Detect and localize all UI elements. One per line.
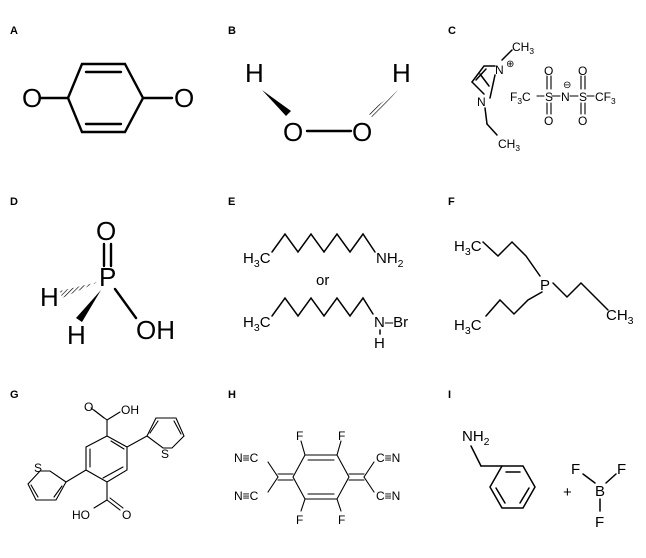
panel-g: G O OH O HO S S bbox=[10, 389, 185, 522]
or-text: or bbox=[316, 272, 329, 289]
atom-f-2: F bbox=[338, 429, 345, 443]
methyl-group: CH3 bbox=[512, 40, 534, 56]
atom-n: N bbox=[477, 95, 486, 109]
ch3-right: CH3 bbox=[606, 307, 634, 327]
atom-f-bottom: F bbox=[595, 514, 604, 531]
atom-o-s2-bottom: O bbox=[578, 114, 587, 128]
charge-minus: ⊖ bbox=[563, 80, 571, 91]
panel-d: D O P H H OH bbox=[10, 196, 175, 350]
emim-cation-structure: N ⊕ N CH3 CH3 bbox=[471, 40, 534, 153]
h3c-bottom: H3C bbox=[243, 314, 271, 334]
panel-label-f: F bbox=[448, 196, 455, 208]
atom-h-left: H bbox=[245, 58, 264, 88]
atom-s-left: S bbox=[545, 90, 553, 104]
benzylamine-structure: NH2 bbox=[462, 428, 536, 509]
panel-label-g: G bbox=[10, 389, 19, 401]
benzoquinone-structure: O O bbox=[22, 62, 194, 134]
tributylphosphine-structure: H3C P CH3 H3C bbox=[454, 238, 634, 337]
atom-n-plus: N bbox=[495, 63, 504, 77]
nitrile-1: N≡C bbox=[234, 451, 259, 465]
f4-tcnq-structure: F F F F N≡C N≡C C≡N C≡N bbox=[234, 429, 400, 527]
atom-f-3: F bbox=[296, 513, 303, 527]
panel-label-h: H bbox=[228, 389, 236, 401]
atom-b: B bbox=[595, 483, 605, 500]
atom-s-lower: S bbox=[34, 461, 42, 475]
atom-s-right: S bbox=[579, 90, 587, 104]
atom-p: P bbox=[99, 262, 116, 292]
tfsi-anion-structure: F3C S N ⊖ S CF3 O O O O bbox=[510, 64, 616, 128]
cf3-left: F3C bbox=[510, 90, 531, 106]
panel-label-e: E bbox=[228, 196, 235, 208]
nitrile-2: N≡C bbox=[234, 489, 259, 503]
panel-label-a: A bbox=[10, 25, 18, 37]
atom-o-top: O bbox=[84, 400, 93, 414]
atom-f-1: F bbox=[296, 429, 303, 443]
charge-plus: ⊕ bbox=[506, 59, 514, 70]
panel-label-i: I bbox=[448, 389, 451, 401]
panel-i: I NH2 + F F B F bbox=[448, 389, 626, 531]
atom-h-right: H bbox=[392, 58, 411, 88]
atom-h-amine: H bbox=[374, 335, 385, 352]
boron-trifluoride-structure: F F B F bbox=[571, 461, 626, 531]
atom-oh: OH bbox=[136, 315, 175, 345]
panel-a: A O O bbox=[10, 25, 194, 134]
atom-o-right: O bbox=[174, 83, 194, 113]
atom-h-2: H bbox=[67, 320, 86, 350]
atom-p-center: P bbox=[540, 277, 550, 294]
panel-c: C N ⊕ N CH3 CH3 F3C S N ⊖ S CF3 bbox=[448, 25, 616, 153]
n-bromo-octylamine-structure: H3C N–Br H bbox=[243, 296, 408, 352]
atom-o-2: O bbox=[352, 117, 372, 147]
atom-o-double: O bbox=[96, 216, 116, 246]
octylamine-structure: H3C NH2 bbox=[243, 232, 404, 270]
atom-ho-bottom: HO bbox=[72, 508, 90, 522]
panel-e: E H3C NH2 or H3C N–Br H bbox=[228, 196, 408, 352]
atom-f-left: F bbox=[571, 461, 580, 478]
atom-o-bottom: O bbox=[122, 508, 131, 522]
amine-group: NH2 bbox=[462, 428, 490, 448]
h3c-top: H3C bbox=[243, 250, 271, 270]
atom-o-1: O bbox=[283, 117, 303, 147]
panel-label-c: C bbox=[448, 25, 456, 37]
nitrile-4: C≡N bbox=[376, 489, 400, 503]
ethyl-methyl: CH3 bbox=[498, 137, 520, 153]
atom-o-left: O bbox=[22, 83, 42, 113]
nitrile-3: C≡N bbox=[376, 451, 400, 465]
h3c-lower: H3C bbox=[454, 317, 482, 337]
h3c-upper: H3C bbox=[454, 238, 482, 258]
n-br-group: N–Br bbox=[374, 314, 408, 331]
atom-s-upper: S bbox=[161, 447, 169, 461]
panel-label-b: B bbox=[228, 25, 236, 37]
atom-f-right: F bbox=[617, 461, 626, 478]
atom-f-4: F bbox=[338, 513, 345, 527]
dithienyl-terephthalic-acid-structure: O OH O HO S S bbox=[27, 400, 185, 522]
panel-label-d: D bbox=[10, 196, 18, 208]
phosphinic-acid-structure: O P H H OH bbox=[40, 216, 175, 350]
atom-n-minus: N bbox=[561, 90, 570, 104]
atom-h-1: H bbox=[40, 282, 59, 312]
atom-o-s1-bottom: O bbox=[544, 114, 553, 128]
amine-top: NH2 bbox=[376, 250, 404, 270]
atom-o-s2-top: O bbox=[578, 64, 587, 78]
hydrogen-peroxide-structure: H H O O bbox=[245, 58, 411, 147]
panel-h: H F F F F N≡C N≡C C≡N C≡N bbox=[228, 389, 400, 527]
panel-b: B H H O O bbox=[228, 25, 411, 147]
cf3-right: CF3 bbox=[595, 90, 616, 106]
atom-o-s1-top: O bbox=[544, 64, 553, 78]
atom-oh-top: OH bbox=[121, 403, 139, 417]
plus-sign: + bbox=[563, 484, 572, 501]
panel-f: F H3C P CH3 H3C bbox=[448, 196, 634, 337]
